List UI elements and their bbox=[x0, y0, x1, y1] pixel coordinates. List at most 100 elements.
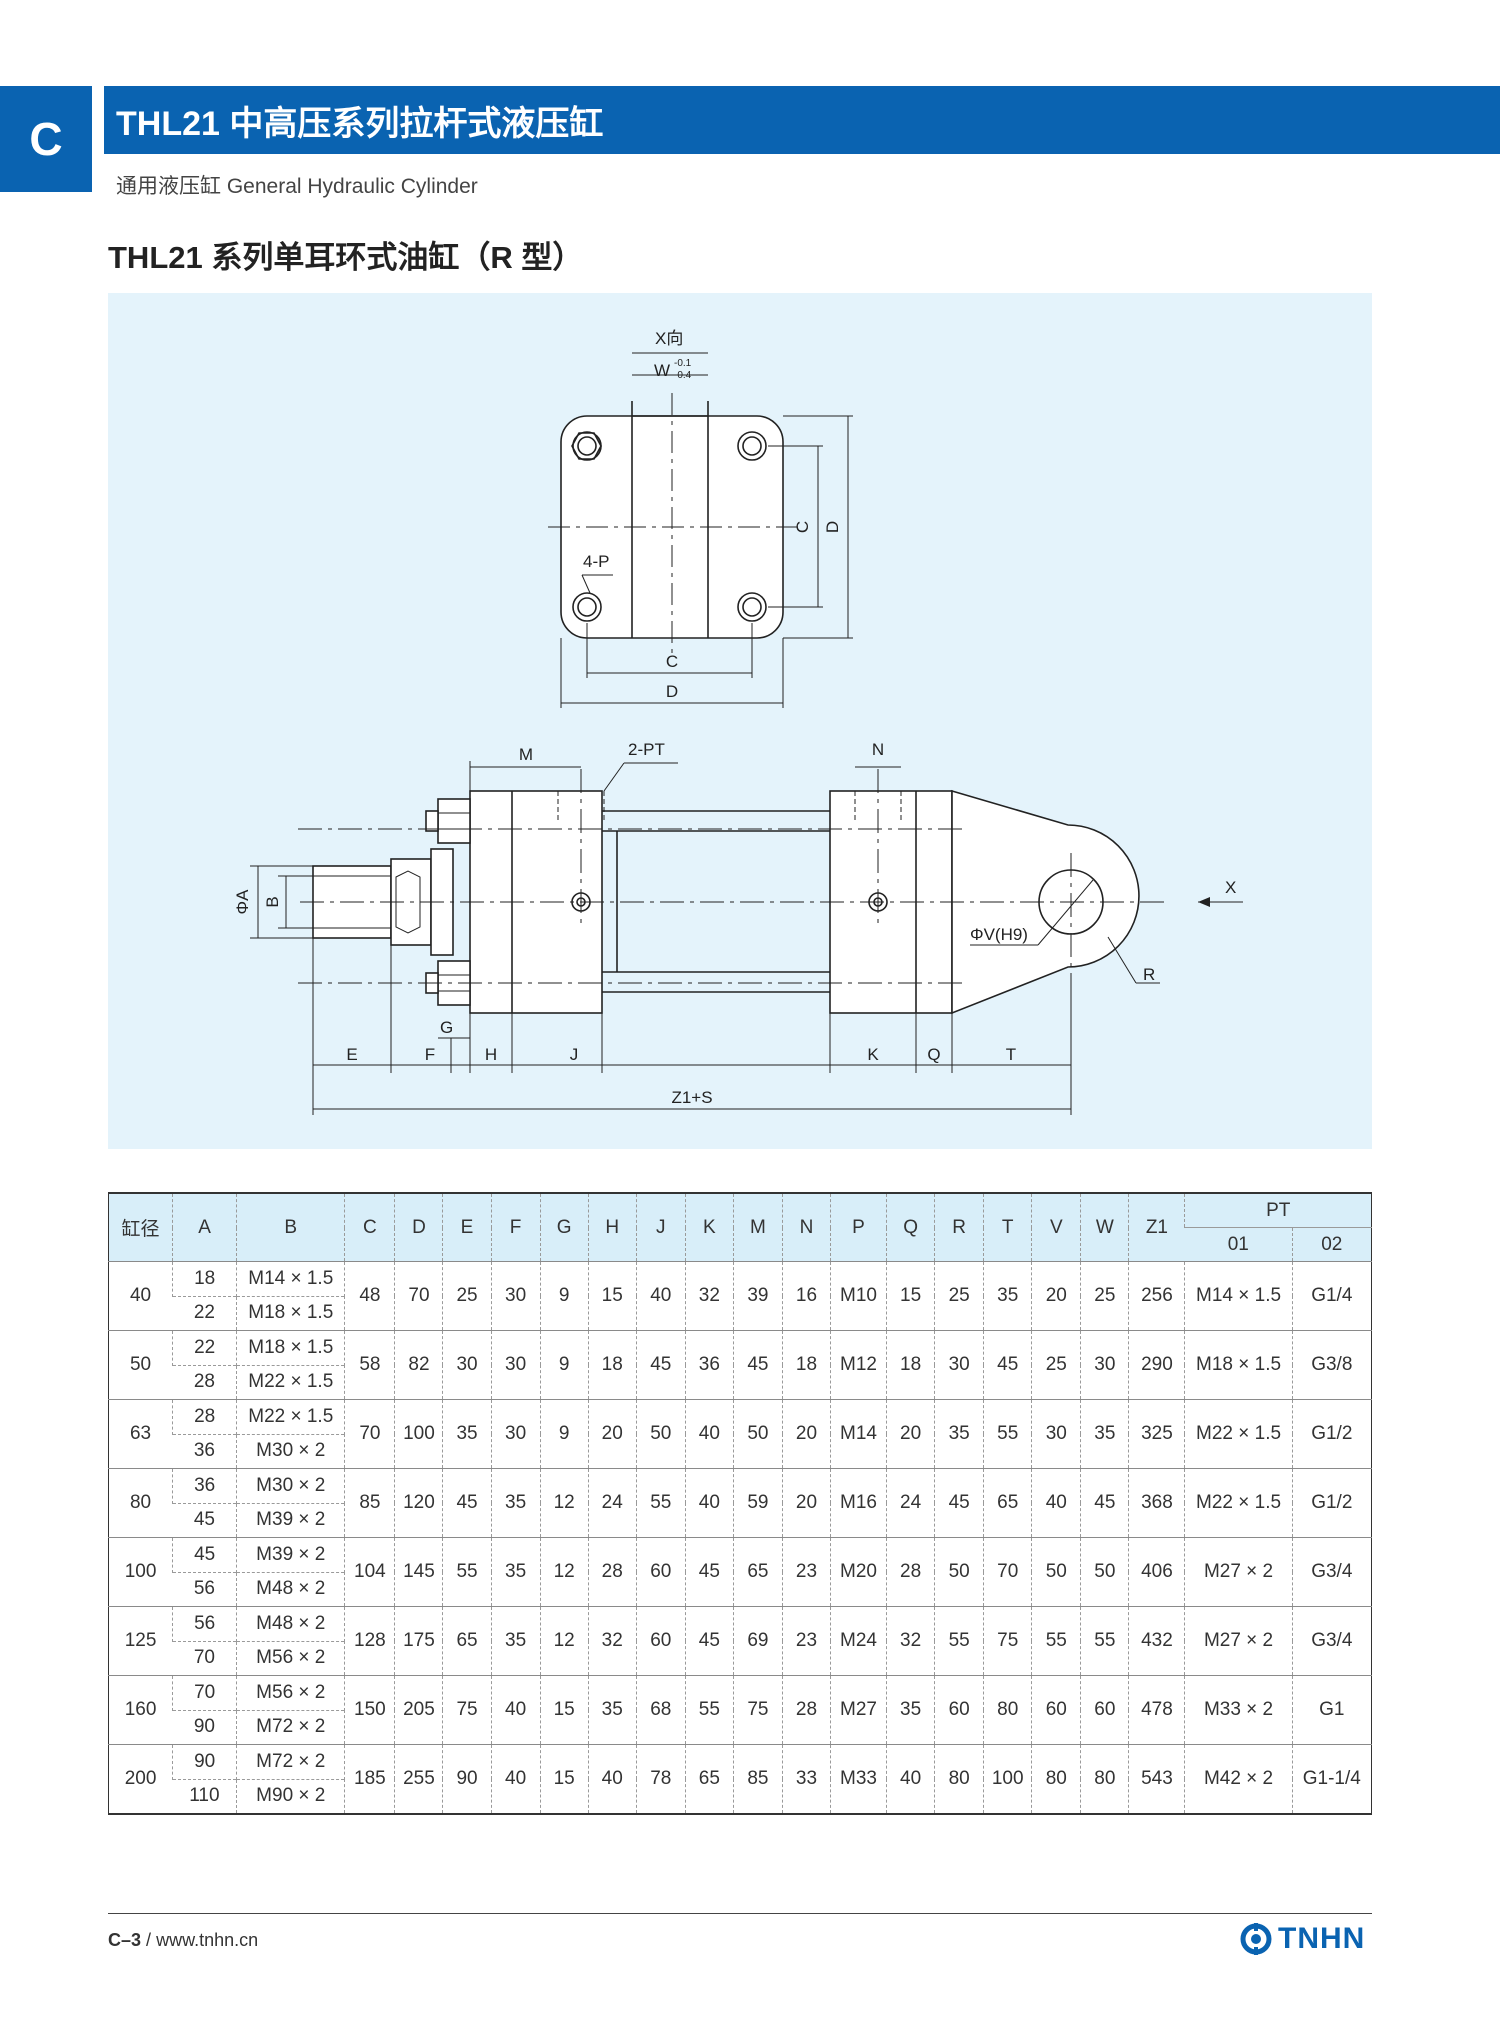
cell-a: 45 bbox=[172, 1502, 237, 1538]
cell-value: 58 bbox=[344, 1330, 395, 1400]
cell-value: M10 bbox=[829, 1261, 887, 1331]
th-bore: 缸径 bbox=[108, 1193, 173, 1262]
cell-value: 55 bbox=[1080, 1606, 1129, 1676]
cell-value: 40 bbox=[490, 1744, 541, 1814]
cell-value: 59 bbox=[732, 1468, 783, 1538]
cell-value: M12 bbox=[829, 1330, 887, 1400]
cell-bore: 200 bbox=[108, 1744, 173, 1814]
spec-table: 缸径 A B C D E F G H J K M N P Q R T V W Z… bbox=[108, 1192, 1372, 1815]
th-r: R bbox=[934, 1193, 984, 1262]
cell-value: 30 bbox=[490, 1261, 541, 1331]
cell-b: M14 × 1.5 bbox=[236, 1261, 345, 1296]
cell-value: M16 bbox=[829, 1468, 887, 1538]
cell-value: 20 bbox=[886, 1399, 935, 1469]
cell-value: 55 bbox=[1031, 1606, 1081, 1676]
cell-value: 16 bbox=[781, 1261, 831, 1331]
cell-value: 24 bbox=[587, 1468, 637, 1538]
cell-a: 56 bbox=[172, 1606, 237, 1641]
th-t: T bbox=[983, 1193, 1032, 1262]
cell-value: 40 bbox=[587, 1744, 637, 1814]
cell-bore: 40 bbox=[108, 1261, 173, 1331]
cell-a: 36 bbox=[172, 1433, 237, 1469]
cell-value: 100 bbox=[394, 1399, 443, 1469]
cell-value: M20 bbox=[829, 1537, 887, 1607]
cell-value: 80 bbox=[934, 1744, 984, 1814]
cell-value: 20 bbox=[781, 1399, 831, 1469]
cell-value: 18 bbox=[886, 1330, 935, 1400]
cell-value: 65 bbox=[983, 1468, 1032, 1538]
label-d-horizontal: D bbox=[666, 682, 678, 701]
label-q: Q bbox=[927, 1045, 940, 1064]
cell-value: 50 bbox=[1080, 1537, 1129, 1607]
cell-b: M22 × 1.5 bbox=[236, 1364, 345, 1400]
cell-b: M30 × 2 bbox=[236, 1433, 345, 1469]
label-f: F bbox=[425, 1045, 435, 1064]
hex-nut-icon bbox=[737, 592, 767, 622]
cell-value: 32 bbox=[684, 1261, 734, 1331]
table-header-row: 缸径 A B C D E F G H J K M N P Q R T V W Z… bbox=[108, 1193, 1372, 1262]
cell-value: 24 bbox=[886, 1468, 935, 1538]
cell-value: 256 bbox=[1128, 1261, 1185, 1331]
th-pt: PT bbox=[1184, 1193, 1372, 1228]
hex-nut-icon bbox=[572, 592, 602, 622]
label-k: K bbox=[867, 1045, 879, 1064]
cell-value: 15 bbox=[886, 1261, 935, 1331]
cell-value: 30 bbox=[490, 1399, 541, 1469]
gear-logo-icon bbox=[1240, 1923, 1272, 1955]
label-g: G bbox=[440, 1018, 453, 1037]
cell-value: 25 bbox=[1080, 1261, 1129, 1331]
cell-a: 28 bbox=[172, 1399, 237, 1434]
cell-value: 40 bbox=[684, 1468, 734, 1538]
th-z1: Z1 bbox=[1128, 1193, 1185, 1262]
cell-value: 60 bbox=[934, 1675, 984, 1745]
cell-value: 25 bbox=[934, 1261, 984, 1331]
cell-value: 90 bbox=[442, 1744, 492, 1814]
cell-pt02: G1/2 bbox=[1291, 1468, 1372, 1538]
cell-a: 70 bbox=[172, 1675, 237, 1710]
cell-a: 28 bbox=[172, 1364, 237, 1400]
label-r: R bbox=[1143, 965, 1155, 984]
cell-value: 15 bbox=[539, 1744, 589, 1814]
th-d: D bbox=[394, 1193, 443, 1262]
cell-b: M72 × 2 bbox=[236, 1709, 345, 1745]
cell-value: 205 bbox=[394, 1675, 443, 1745]
cell-b: M30 × 2 bbox=[236, 1468, 345, 1503]
cell-pt02: G3/8 bbox=[1291, 1330, 1372, 1400]
cell-pt02: G1-1/4 bbox=[1291, 1744, 1372, 1814]
cell-pt01: M14 × 1.5 bbox=[1184, 1261, 1293, 1331]
header-title-bar: THL21 中高压系列拉杆式液压缸 bbox=[104, 86, 1500, 154]
cell-value: 368 bbox=[1128, 1468, 1185, 1538]
cell-value: 40 bbox=[886, 1744, 935, 1814]
brand-logo: TNHN bbox=[1240, 1922, 1365, 1956]
label-phi-a: ΦA bbox=[233, 889, 252, 915]
cell-value: 20 bbox=[781, 1468, 831, 1538]
cell-value: 65 bbox=[442, 1606, 492, 1676]
th-h: H bbox=[587, 1193, 637, 1262]
cell-a: 18 bbox=[172, 1261, 237, 1296]
cell-value: 28 bbox=[781, 1675, 831, 1745]
cell-value: 45 bbox=[684, 1537, 734, 1607]
cell-value: 55 bbox=[983, 1399, 1032, 1469]
cell-value: 120 bbox=[394, 1468, 443, 1538]
label-view-x: X向 bbox=[655, 329, 683, 348]
cell-value: 60 bbox=[635, 1537, 686, 1607]
cell-value: 20 bbox=[1031, 1261, 1081, 1331]
page-number: C–3 bbox=[108, 1930, 142, 1950]
cell-value: 15 bbox=[539, 1675, 589, 1745]
header-subtitle: 通用液压缸 General Hydraulic Cylinder bbox=[116, 175, 478, 198]
cell-value: 45 bbox=[1080, 1468, 1129, 1538]
footer-url[interactable]: www.tnhn.cn bbox=[156, 1930, 259, 1950]
cell-value: 23 bbox=[781, 1606, 831, 1676]
cell-value: 45 bbox=[684, 1606, 734, 1676]
cell-b: M48 × 2 bbox=[236, 1571, 345, 1607]
cell-pt01: M22 × 1.5 bbox=[1184, 1468, 1293, 1538]
cell-value: 12 bbox=[539, 1537, 589, 1607]
